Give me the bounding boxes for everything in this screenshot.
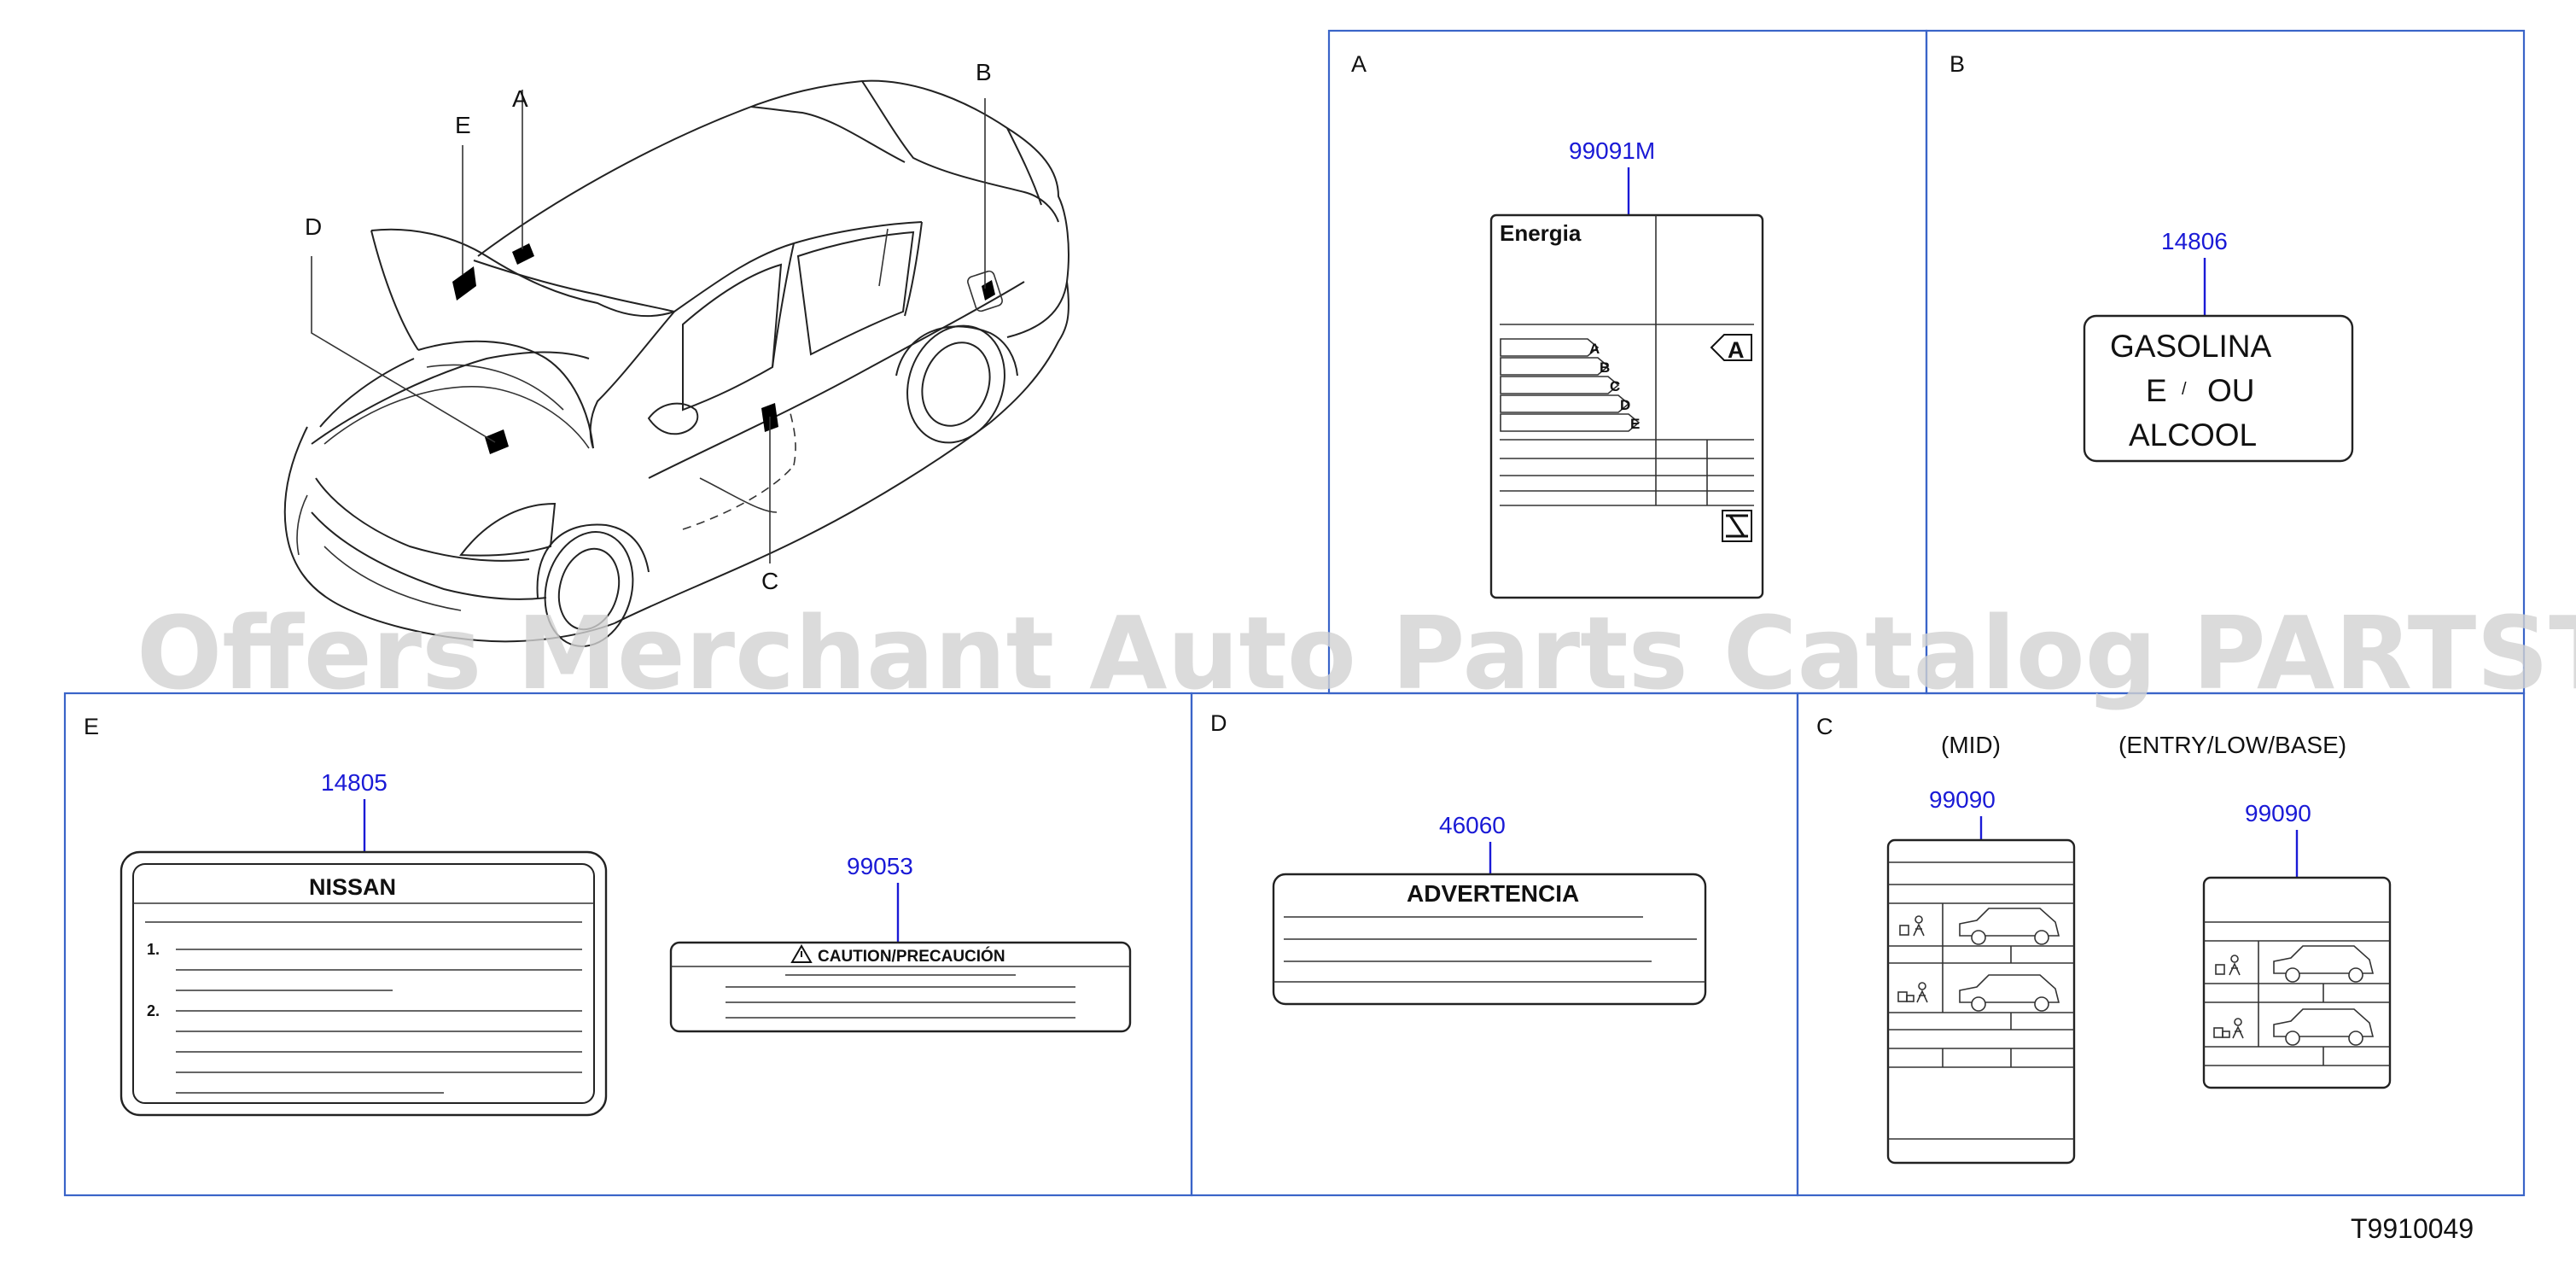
- fuel-line-2-slash: /: [2182, 380, 2187, 399]
- scale-class-d: D: [1620, 397, 1630, 413]
- panel-a-title: A: [1351, 51, 1367, 77]
- callout-warning-label: 46060: [1439, 812, 1506, 838]
- tire-info-label: NISSAN 1. 2.: [119, 850, 608, 1117]
- warning-triangle-icon: [790, 944, 813, 963]
- panel-d: D 46060 ADVERTENCIA: [1210, 710, 1707, 1006]
- occupant-luggage-icon: [1897, 982, 1928, 1003]
- panel-b: B 14806 GASOLINA E / OU ALCOOL: [1949, 51, 2354, 463]
- figure-id: T9910049: [2351, 1213, 2474, 1244]
- variant-entry: (ENTRY/LOW/BASE): [2118, 732, 2346, 758]
- warning-label-text: ADVERTENCIA: [1407, 880, 1579, 907]
- energy-class: A: [1728, 337, 1745, 363]
- occupant-luggage-icon: [2215, 955, 2241, 976]
- car-silhouette-icon: [1959, 974, 2060, 1012]
- watermark: Offers Merchant Auto Parts Catalog PARTS…: [137, 594, 2576, 712]
- caution-label-text: CAUTION/PRECAUCIÓN: [818, 947, 1005, 966]
- marker-b: [982, 280, 995, 301]
- occupant-luggage-icon: [1899, 915, 1925, 937]
- car-silhouette-icon: [2273, 1008, 2375, 1046]
- panel-a: A 99091M Energia A B C D: [1351, 51, 1764, 599]
- scale-class-c: C: [1610, 378, 1620, 394]
- panel-c: C (MID) (ENTRY/LOW/BASE) 99090: [1816, 714, 2392, 1165]
- callout-caution-label: 99053: [847, 853, 913, 879]
- scale-class-b: B: [1600, 359, 1610, 376]
- scale-class-e: E: [1630, 416, 1640, 432]
- callout-door-label-entry: 99090: [2245, 800, 2311, 826]
- tire-label-brand: NISSAN: [309, 874, 396, 900]
- panel-frames: [63, 29, 2526, 1197]
- fuel-label: GASOLINA E / OU ALCOOL: [2083, 314, 2354, 463]
- fuel-line-1: GASOLINA: [2110, 329, 2271, 364]
- inmetro-logo-icon: [1722, 510, 1752, 542]
- energy-heading: Energia: [1500, 220, 1582, 246]
- tire-label-item-2: 2.: [147, 1002, 160, 1019]
- location-e: E: [455, 112, 471, 138]
- location-c: C: [761, 568, 778, 594]
- occupant-luggage-icon: [2213, 1018, 2244, 1039]
- marker-a: [512, 243, 534, 265]
- location-b: B: [976, 59, 992, 85]
- fuel-line-2-right: OU: [2207, 373, 2255, 408]
- panel-c-title: C: [1816, 714, 1833, 739]
- panel-b-title: B: [1949, 51, 1965, 77]
- marker-e: [452, 266, 476, 301]
- car-silhouette-icon: [2273, 945, 2375, 983]
- energy-scale: A B C D E: [1500, 338, 1640, 432]
- panel-e: E 14805 NISSAN 1. 2. 99053: [84, 714, 1132, 1117]
- callout-tire-label: 14805: [321, 769, 388, 796]
- location-d: D: [305, 213, 322, 240]
- fuel-line-2-left: E: [2146, 373, 2167, 408]
- location-a: A: [512, 85, 528, 112]
- caution-label: CAUTION/PRECAUCIÓN: [669, 941, 1132, 1033]
- door-label-entry: [2202, 876, 2392, 1089]
- car-silhouette-icon: [1959, 908, 2060, 945]
- marker-d: [485, 429, 509, 454]
- scale-class-a: A: [1589, 341, 1600, 357]
- variant-mid: (MID): [1941, 732, 2001, 758]
- tire-label-item-1: 1.: [147, 941, 160, 958]
- callout-energy-label: 99091M: [1569, 137, 1655, 164]
- door-label-mid: [1886, 838, 2076, 1165]
- car-illustration: E A B D C: [283, 59, 1069, 647]
- panel-d-title: D: [1210, 710, 1227, 736]
- callout-door-label-mid: 99090: [1929, 786, 1996, 813]
- fuel-line-3: ALCOOL: [2129, 417, 2257, 452]
- panel-e-title: E: [84, 714, 99, 739]
- energy-label: Energia A B C D E: [1489, 213, 1764, 599]
- warning-label: ADVERTENCIA: [1272, 873, 1707, 1006]
- callout-fuel-label: 14806: [2161, 228, 2228, 254]
